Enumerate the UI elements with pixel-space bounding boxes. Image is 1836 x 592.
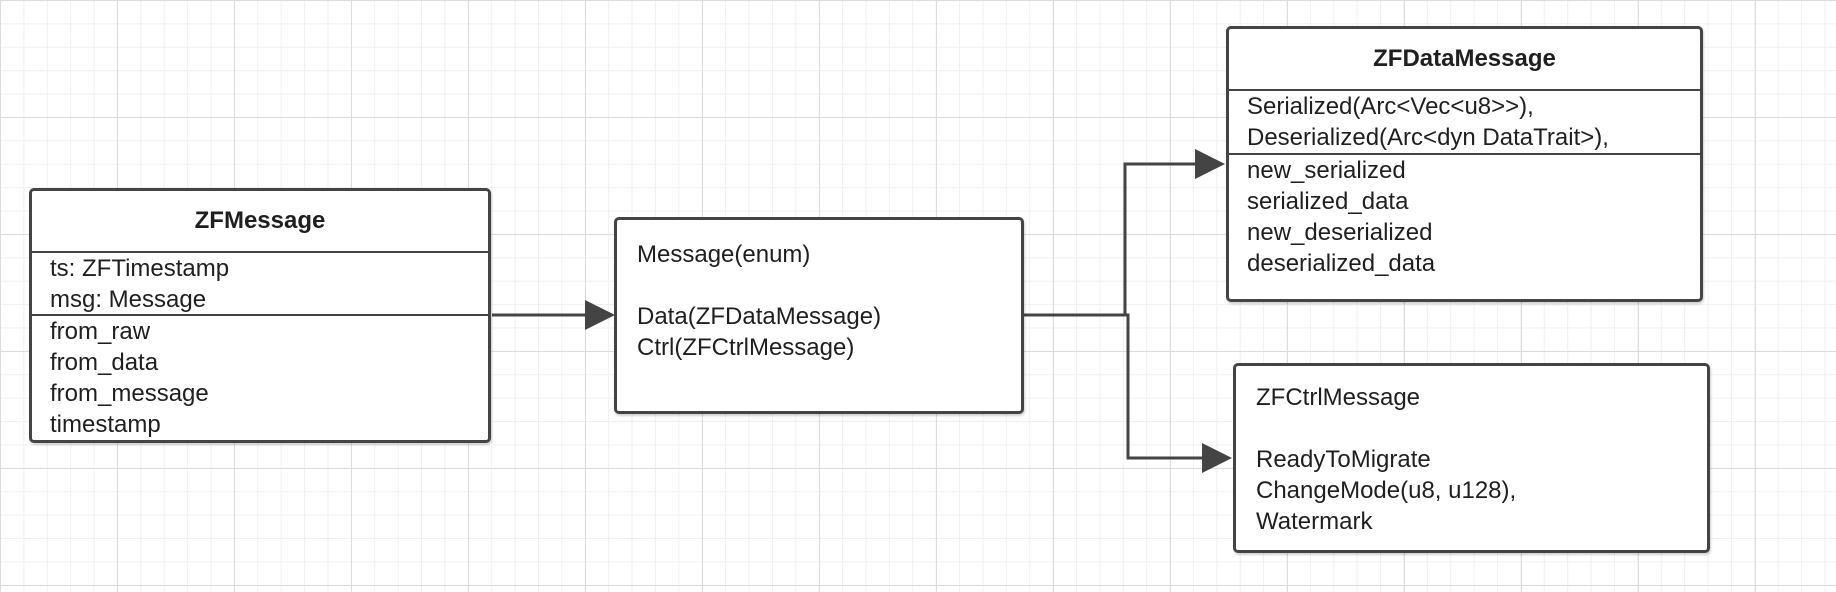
variant-watermark: Watermark [1256, 508, 1373, 535]
method-new-deserialized: new_deserialized [1247, 219, 1433, 246]
variant-data: Data(ZFDataMessage) [637, 303, 882, 330]
zfdatamessage-title: ZFDataMessage [1373, 45, 1556, 72]
method-deserialized-data: deserialized_data [1247, 250, 1436, 277]
variant-change-mode: ChangeMode(u8, u128), [1256, 477, 1517, 504]
arrow-message-to-zfdatamessage [1024, 149, 1225, 317]
zfmessage-title: ZFMessage [194, 207, 326, 234]
zfctrlmessage-spacer [1256, 413, 1707, 444]
method-timestamp: timestamp [50, 411, 161, 438]
method-from-message: from_message [50, 380, 209, 407]
zfdatamessage-fields: Serialized(Arc<Vec<u8>>), Deserialized(A… [1229, 89, 1700, 153]
zfctrlmessage-enum-box: ZFCtrlMessage ReadyToMigrate ChangeMode(… [1233, 363, 1710, 553]
field-serialized: Serialized(Arc<Vec<u8>>), [1247, 93, 1534, 120]
arrow-message-to-zfctrlmessage [1024, 313, 1232, 473]
zfctrlmessage-heading: ZFCtrlMessage [1256, 384, 1421, 411]
method-serialized-data: serialized_data [1247, 188, 1409, 215]
zfmessage-methods: from_raw from_data from_message timestam… [32, 314, 488, 440]
variant-ready-to-migrate: ReadyToMigrate [1256, 446, 1431, 473]
field-deserialized: Deserialized(Arc<dyn DataTrait>), [1247, 124, 1609, 151]
zfctrlmessage-content: ZFCtrlMessage ReadyToMigrate ChangeMode(… [1236, 366, 1707, 537]
message-enum-content: Message(enum) Data(ZFDataMessage) Ctrl(Z… [617, 220, 1021, 363]
field-ts: ts: ZFTimestamp [50, 255, 230, 282]
message-spacer [637, 270, 1021, 301]
zfmessage-class-box: ZFMessage ts: ZFTimestamp msg: Message f… [29, 188, 491, 443]
method-new-serialized: new_serialized [1247, 157, 1406, 184]
zfdatamessage-methods: new_serialized serialized_data new_deser… [1229, 153, 1700, 279]
message-enum-box: Message(enum) Data(ZFDataMessage) Ctrl(Z… [614, 217, 1024, 414]
zfmessage-fields: ts: ZFTimestamp msg: Message [32, 251, 488, 314]
variant-ctrl: Ctrl(ZFCtrlMessage) [637, 334, 855, 361]
method-from-data: from_data [50, 349, 159, 376]
method-from-raw: from_raw [50, 318, 151, 345]
message-heading: Message(enum) [637, 241, 811, 268]
zfdatamessage-class-box: ZFDataMessage Serialized(Arc<Vec<u8>>), … [1226, 26, 1703, 302]
field-msg: msg: Message [50, 286, 207, 313]
